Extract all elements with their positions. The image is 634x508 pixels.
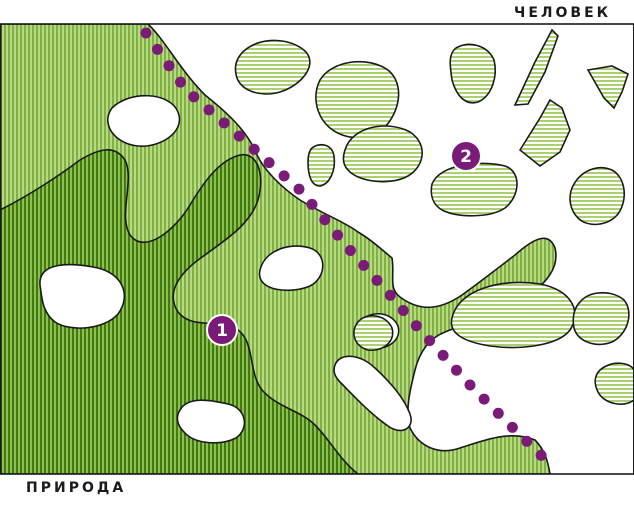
green-patch <box>354 316 393 351</box>
boundary-dot <box>411 320 422 331</box>
green-patch <box>343 126 422 182</box>
green-patch <box>595 363 634 404</box>
boundary-dot <box>536 450 547 461</box>
boundary-dot <box>424 335 435 346</box>
boundary-dot <box>345 245 356 256</box>
boundary-dot <box>385 290 396 301</box>
boundary-dot <box>219 118 230 129</box>
boundary-dot <box>319 214 330 225</box>
label-nature: ПРИРОДА <box>26 480 126 496</box>
green-patch <box>515 30 558 105</box>
boundary-dot <box>451 365 462 376</box>
green-patch <box>235 40 309 94</box>
green-patch <box>570 168 624 225</box>
green-patch <box>431 163 517 215</box>
green-patch <box>520 100 570 166</box>
boundary-dot <box>175 77 186 88</box>
boundary-dot <box>188 91 199 102</box>
boundary-dot <box>438 350 449 361</box>
marker-2-label: 2 <box>460 147 472 167</box>
green-patch <box>450 44 495 102</box>
marker-2: 2 <box>451 141 481 171</box>
label-human: ЧЕЛОВЕК <box>514 5 611 21</box>
boundary-dot <box>249 144 260 155</box>
boundary-dot <box>164 60 175 71</box>
boundary-dot <box>204 104 215 115</box>
green-patch <box>588 66 628 108</box>
boundary-dot <box>294 184 305 195</box>
clearing <box>40 265 124 328</box>
green-patch <box>573 293 629 345</box>
green-patch <box>308 145 334 186</box>
boundary-dot <box>152 44 163 55</box>
boundary-dot <box>465 380 476 391</box>
boundary-dot <box>479 394 490 405</box>
boundary-dot <box>493 408 504 419</box>
boundary-dot <box>332 230 343 241</box>
boundary-dot <box>398 305 409 316</box>
boundary-dot <box>507 422 518 433</box>
clearing <box>108 96 180 147</box>
boundary-dot <box>234 131 245 142</box>
marker-1-label: 1 <box>216 321 228 341</box>
marker-1: 1 <box>207 315 237 345</box>
boundary-dot <box>141 28 152 39</box>
boundary-dot <box>279 170 290 181</box>
boundary-dot <box>264 157 275 168</box>
boundary-dot <box>372 275 383 286</box>
boundary-dot <box>358 260 369 271</box>
boundary-dot <box>521 436 532 447</box>
boundary-dot <box>307 199 318 210</box>
